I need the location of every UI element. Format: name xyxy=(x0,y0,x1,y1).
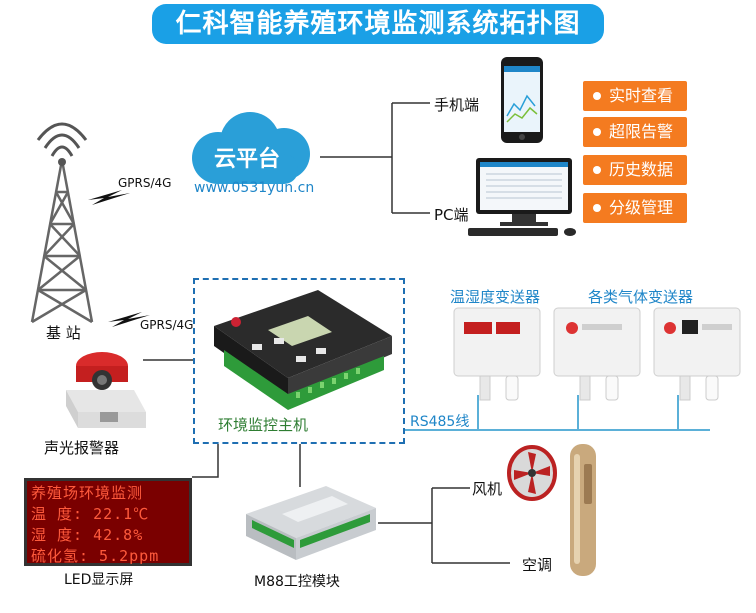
ac-label: 空调 xyxy=(522,556,553,574)
pc-label: PC端 xyxy=(434,206,469,224)
base-station-label: 基 站 xyxy=(46,324,81,342)
gas-sensor-label: 各类气体变送器 xyxy=(588,288,694,306)
led-display: 养殖场环境监测 温 度: 22.1℃ 湿 度: 42.8% 硫化氢: 5.2pp… xyxy=(24,478,192,566)
gas-sensor-1 xyxy=(553,307,641,401)
host-dashed-frame xyxy=(193,278,405,444)
phone-label: 手机端 xyxy=(434,96,480,114)
air-conditioner-icon xyxy=(570,444,596,576)
gprs-label-upper: GPRS/4G xyxy=(118,176,172,190)
pc-monitor-icon xyxy=(468,158,576,236)
led-label: LED显示屏 xyxy=(64,572,134,588)
alarm-icon xyxy=(66,352,146,428)
rs485-label: RS485线 xyxy=(410,414,470,430)
fan-icon xyxy=(507,445,557,501)
feature-permission: 分级管理 xyxy=(583,193,687,223)
lightning-icon-upper xyxy=(88,190,130,205)
fan-label: 风机 xyxy=(472,480,503,498)
temp-sensor-label: 温湿度变送器 xyxy=(450,288,541,306)
cloud-url: www.0531yun.cn xyxy=(194,180,315,196)
bullet-icon xyxy=(593,92,601,100)
cloud-icon xyxy=(192,112,310,184)
feature-alarm: 超限告警 xyxy=(583,117,687,147)
host-label: 环境监控主机 xyxy=(218,416,309,434)
bullet-icon xyxy=(593,204,601,212)
bullet-icon xyxy=(593,166,601,174)
feature-history: 历史数据 xyxy=(583,155,687,185)
led-line-2: 温 度: 22.1℃ xyxy=(31,505,150,523)
page-title: 仁科智能养殖环境监测系统拓扑图 xyxy=(152,4,604,44)
cloud-label: 云平台 xyxy=(214,147,281,172)
gprs-label-lower: GPRS/4G xyxy=(140,318,194,332)
lightning-icon-lower xyxy=(108,312,150,327)
monitoring-host-device xyxy=(214,290,392,410)
smartphone-icon xyxy=(501,57,543,143)
tower-icon xyxy=(30,122,94,324)
m88-label: M88工控模块 xyxy=(254,574,340,590)
bullet-icon xyxy=(593,128,601,136)
temp-humidity-sensor xyxy=(453,307,541,401)
gas-sensor-2 xyxy=(653,307,741,401)
led-line-4: 硫化氢: 5.2ppm xyxy=(31,547,160,565)
feature-realtime: 实时查看 xyxy=(583,81,687,111)
m88-module-icon xyxy=(246,486,376,560)
led-line-3: 湿 度: 42.8% xyxy=(31,526,144,544)
alarm-label: 声光报警器 xyxy=(44,439,120,457)
led-line-1: 养殖场环境监测 xyxy=(31,484,144,502)
